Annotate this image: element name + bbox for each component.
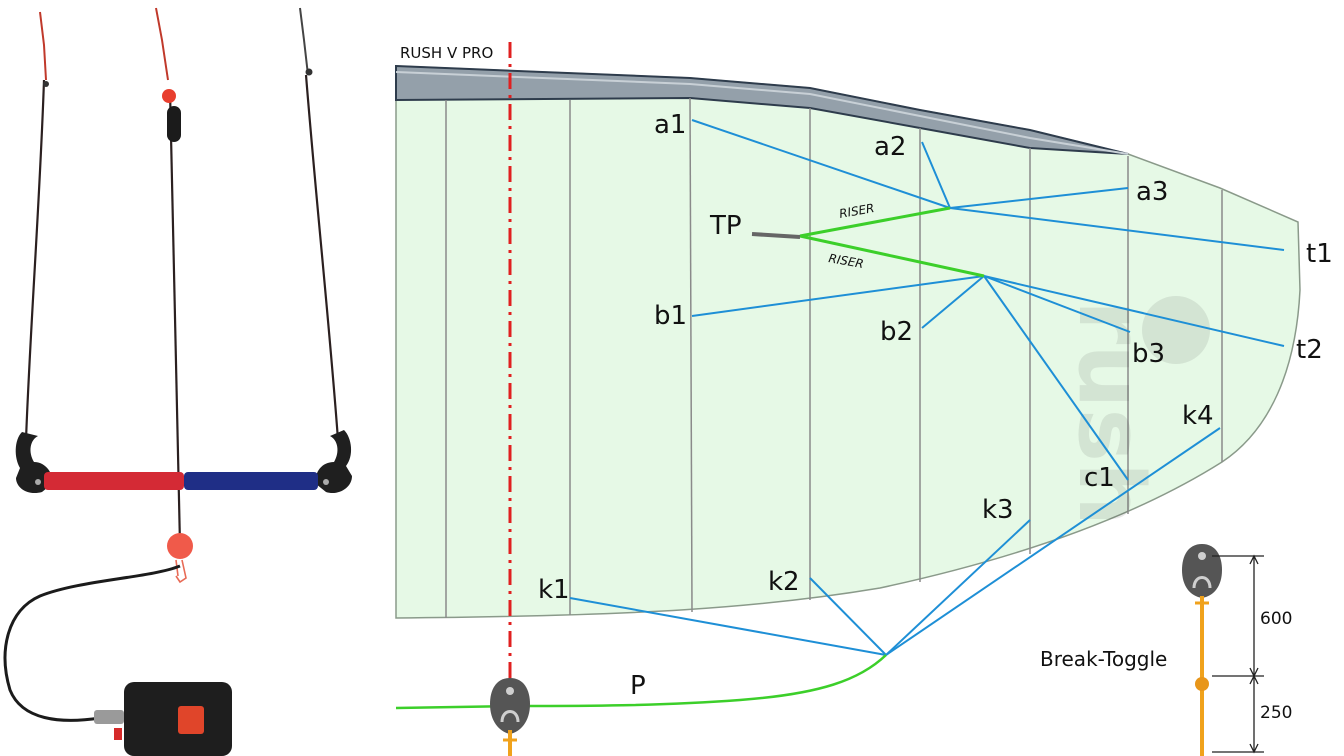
line-k2 [809,577,887,656]
line-c1 [983,275,1129,481]
riser-label-front: RISER [838,201,875,221]
line-t2 [983,275,1285,347]
label-a2: a2 [874,132,906,162]
line-labels: a1 a2 a3 t1 TP b1 b2 b3 t2 k4 c1 k3 k1 k… [538,110,1333,701]
rush-watermark: rush [1058,296,1210,526]
control-bar-illustration [3,7,352,756]
left-bar-bolt [35,479,41,485]
risers [799,206,985,278]
dim-arrow-mid-down [1249,674,1259,685]
right-flying-line [304,74,340,441]
line-a2 [921,141,951,209]
model-title: RUSH V PRO [400,44,493,62]
toggle-pulley-body [1182,544,1222,598]
safety-leash [3,564,181,722]
riser-label-back: RISER [827,251,864,271]
dim-arrow-top [1249,554,1259,565]
toggle-knot [1195,677,1209,691]
center-line-tip [155,7,169,81]
left-flying-line [24,79,46,441]
leading-edge [395,64,1129,155]
label-a3: a3 [1136,177,1168,207]
line-k4 [885,427,1221,656]
label-c1: c1 [1084,463,1115,493]
label-p: P [630,671,646,701]
line-b1 [691,275,985,317]
pulley-sheave [500,710,520,723]
dimension-lower: 250 [1260,703,1292,723]
leading-edge-top-line [395,71,1129,155]
line-a3 [949,187,1129,209]
brake-line-p [395,654,887,710]
toggle-pulley-eye [1198,552,1206,560]
watermark-text: rush [1058,300,1163,526]
right-line-knot [305,68,313,76]
depower-sleeve [167,106,181,142]
bar-grip-red [44,472,184,490]
leash-release-red [114,728,122,740]
label-t1: t1 [1306,239,1333,269]
bar-grip-blue [184,472,318,490]
rib [689,97,693,613]
label-t2: t2 [1296,335,1323,365]
right-line-tip [299,7,309,76]
brake-pulley [490,678,530,756]
left-bar-end [15,432,53,494]
right-bar-bolt [323,479,329,485]
bridle-lines [569,119,1285,656]
label-b3: b3 [1132,339,1165,369]
leash-logo-patch [178,706,204,734]
label-k3: k3 [982,495,1014,525]
dimension-upper: 600 [1260,609,1292,629]
tow-point-pigtail [751,232,801,239]
pulley-eye [506,687,514,695]
label-tp: TP [709,211,742,241]
label-k4: k4 [1182,401,1214,431]
dimension-lines [1212,554,1264,754]
back-riser [799,234,985,278]
chicken-loop-cord [175,559,187,584]
label-a1: a1 [654,110,686,140]
line-b2 [921,275,985,329]
leash-swivel [94,710,124,724]
right-bar-end [315,430,352,494]
depower-stopper-ball [162,89,176,103]
break-toggle-label: Break-Toggle [1040,647,1167,671]
kite-canopy: rush [395,64,1301,619]
line-a1 [691,119,951,209]
label-b2: b2 [880,317,913,347]
line-a1-t1 [949,207,1285,251]
chicken-loop-stopper-ball [167,533,193,559]
label-b1: b1 [654,301,687,331]
watermark-dot [1142,296,1210,364]
left-line-knot [43,81,49,87]
break-toggle-detail: 600 250 Break-Toggle [1040,544,1292,756]
line-k1 [569,597,887,656]
left-line-tip [39,11,47,81]
label-k1: k1 [538,575,570,605]
front-riser [799,206,951,238]
toggle-pulley-sheave [1192,576,1212,589]
label-k2: k2 [768,567,800,597]
pulley-body [490,678,530,734]
line-k3 [885,519,1031,656]
canopy-ribs [445,97,1223,618]
line-b3 [983,275,1131,333]
dim-arrow-bottom [1249,743,1259,754]
